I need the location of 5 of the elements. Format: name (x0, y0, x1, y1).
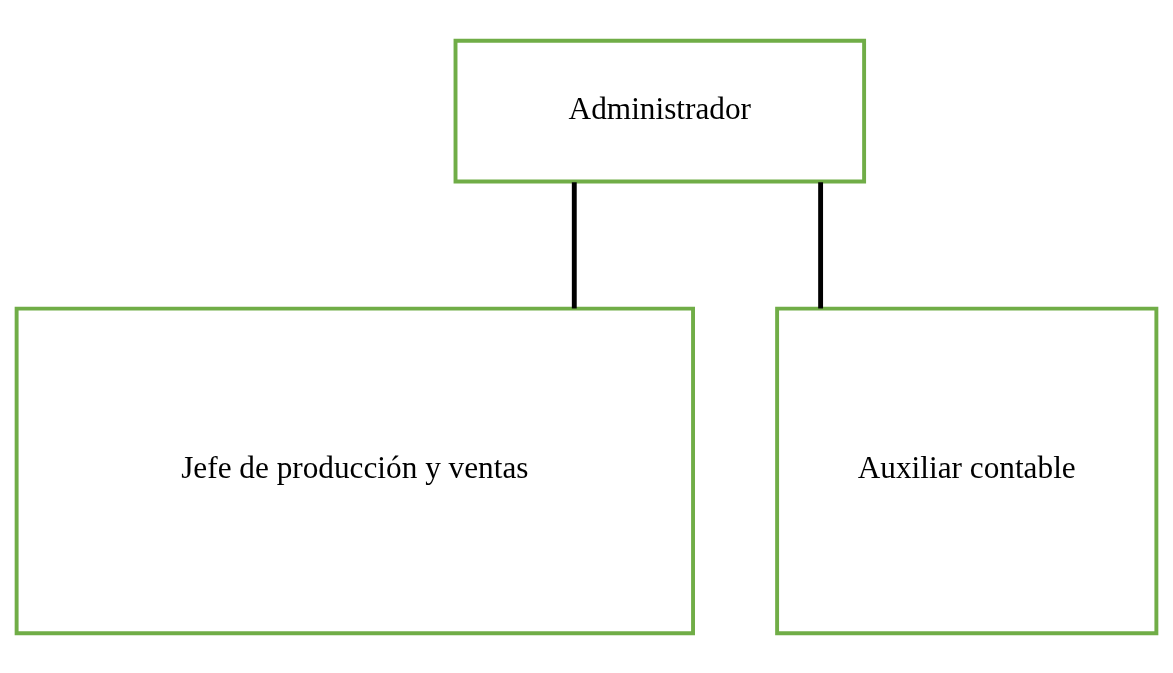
connector (571, 181, 577, 308)
node-box: Auxiliar contable (775, 306, 1159, 635)
node-box: Jefe de producción y ventas (14, 306, 695, 635)
node-box: Administrador (453, 38, 867, 184)
connector (818, 181, 824, 308)
